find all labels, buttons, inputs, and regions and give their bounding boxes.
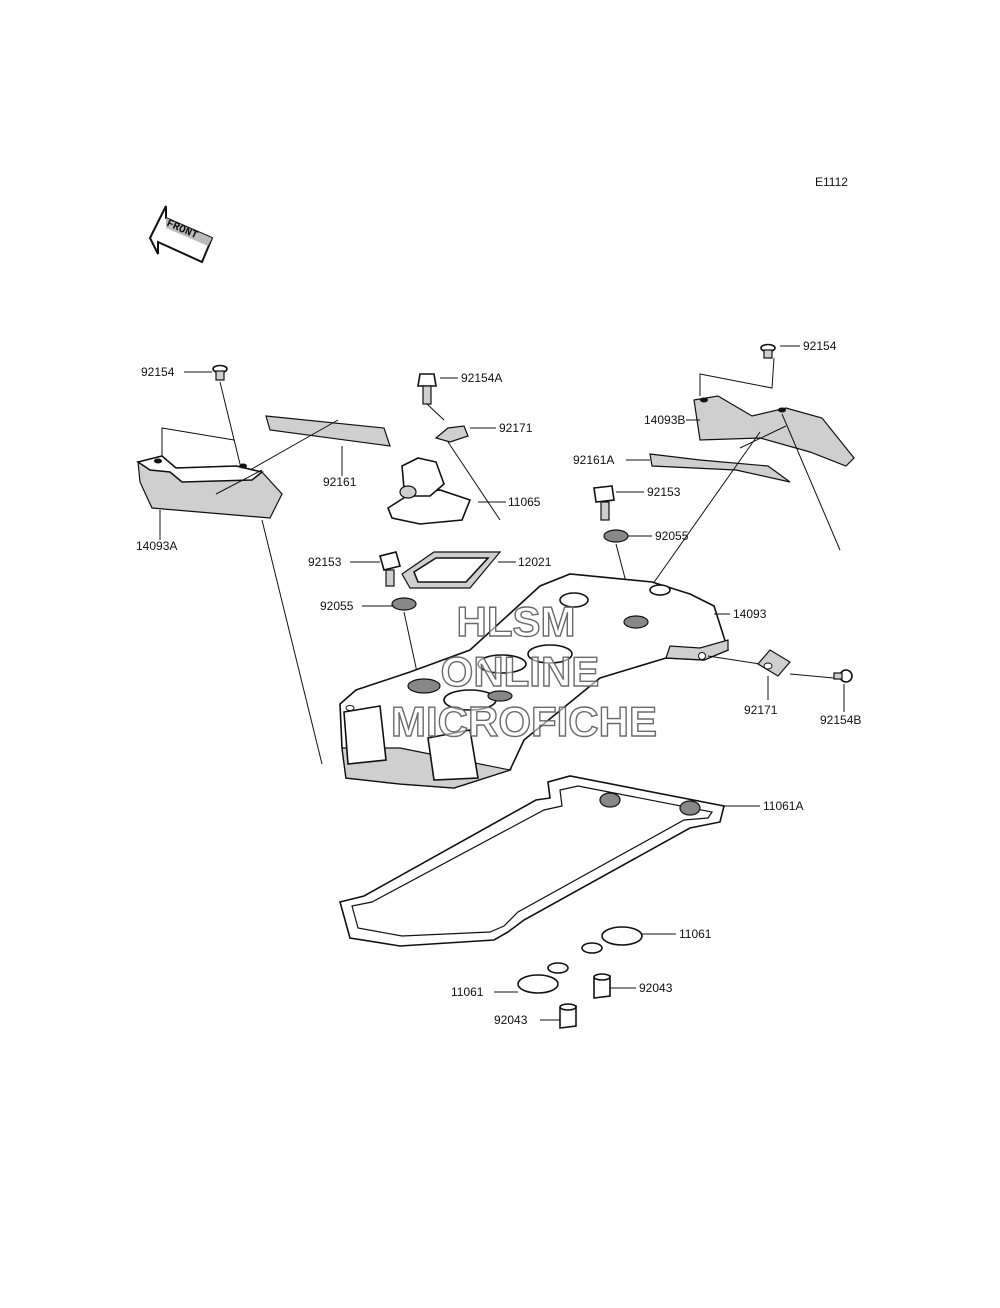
part-12021 — [401, 551, 502, 589]
part-14093 — [339, 573, 729, 789]
part-92153-left — [379, 551, 401, 587]
label-11061-right: 11061 — [679, 927, 712, 941]
part-14093B — [693, 395, 855, 467]
front-arrow-icon: FRONT — [148, 205, 214, 264]
part-11065 — [387, 457, 472, 525]
part-11061-left — [517, 962, 569, 994]
part-92055-left — [391, 597, 417, 611]
label-14093B: 14093B — [644, 413, 685, 427]
part-92161 — [265, 415, 391, 447]
label-92055-right: 92055 — [655, 529, 689, 543]
label-12021: 12021 — [518, 555, 552, 569]
label-11061-left: 11061 — [451, 985, 484, 999]
part-92154A — [417, 373, 437, 405]
watermark-line-1: HLSM — [457, 598, 576, 645]
label-92043-left: 92043 — [494, 1013, 528, 1027]
label-92154A: 92154A — [461, 371, 502, 385]
label-11061A: 11061A — [763, 799, 803, 813]
part-11061-right — [581, 926, 643, 954]
part-92043-right — [593, 973, 611, 999]
label-92171-right: 92171 — [744, 703, 778, 717]
label-92055-left: 92055 — [320, 599, 354, 613]
label-14093: 14093 — [733, 607, 767, 621]
label-92154B: 92154B — [820, 713, 861, 727]
label-11065: 11065 — [508, 495, 541, 509]
part-92161A — [649, 453, 791, 483]
watermark-line-2: ONLINE — [441, 648, 600, 695]
label-92154-left: 92154 — [141, 365, 175, 379]
part-92153-right — [593, 485, 615, 521]
leader-lines — [159, 345, 845, 1021]
part-92171-top — [434, 425, 469, 443]
label-14093A: 14093A — [136, 539, 177, 553]
part-11061A — [339, 775, 725, 947]
part-92171-right — [757, 649, 791, 677]
part-92043-left — [559, 1003, 577, 1029]
watermark-line-3: MICROFICHE — [391, 698, 657, 745]
label-92043-right: 92043 — [639, 981, 673, 995]
label-92161A: 92161A — [573, 453, 614, 467]
part-92154B — [833, 669, 853, 683]
part-92154-left — [212, 364, 228, 381]
label-92161: 92161 — [323, 475, 357, 489]
label-92154-right: 92154 — [803, 339, 837, 353]
part-14093A — [136, 455, 283, 519]
label-92153-right: 92153 — [647, 485, 681, 499]
label-92153-left: 92153 — [308, 555, 342, 569]
part-92154-right — [760, 343, 776, 359]
part-92055-right — [603, 529, 629, 543]
diagram-code: E1112 — [815, 175, 848, 189]
label-92171-top: 92171 — [499, 421, 533, 435]
